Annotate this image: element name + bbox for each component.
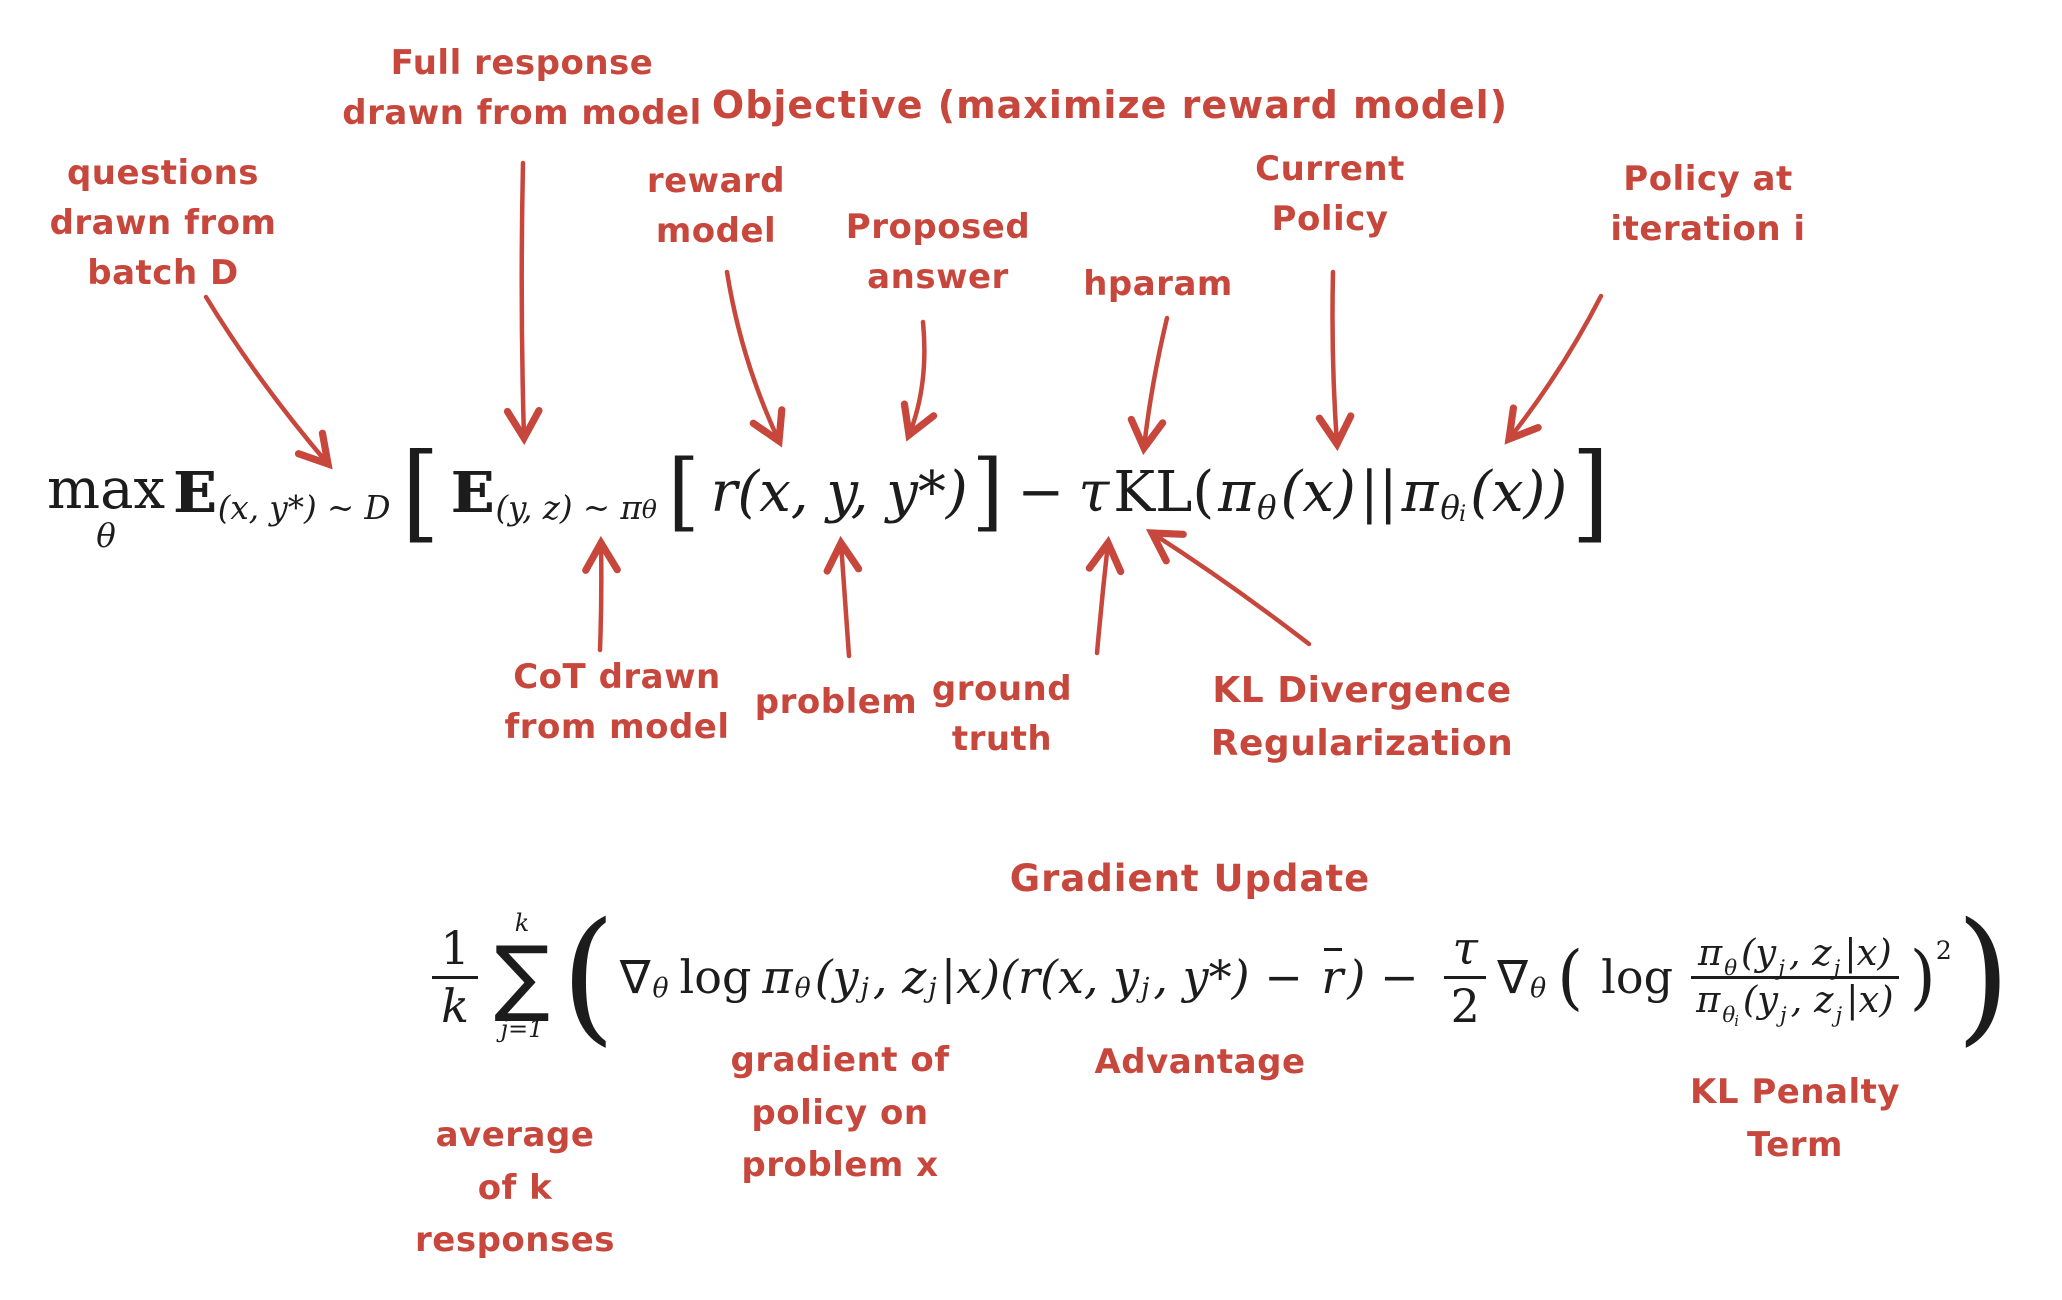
nabla-theta: θ [652, 973, 669, 1005]
formula-token: k [441, 979, 470, 1034]
reward-term: r(x, y, y*) [710, 459, 968, 525]
old-policy-pi: π [1401, 459, 1439, 525]
nabla-policy-gradient: ∇ [619, 950, 651, 1004]
arrow-proposed-answer-to-y [900, 319, 938, 442]
nabla-kl-theta: θ [1530, 973, 1547, 1005]
formula-token: |x) [1844, 931, 1892, 975]
formula-token: , z [1790, 978, 1834, 1022]
label-average-of-k-responses: average of k responses [415, 1115, 615, 1261]
current-policy-arg: (x) [1280, 459, 1356, 525]
label-gradient-of-policy-on-problem-x: gradient of policy on problem x [730, 1040, 950, 1186]
log-ratio-operator: log [1601, 950, 1674, 1004]
label-gradient-update-title: Gradient Update [1009, 857, 1371, 900]
label-problem: problem [754, 682, 918, 722]
reward-response-index: j [1141, 973, 1150, 1005]
formula-token: 2 [1450, 979, 1480, 1034]
cot-index: j [928, 973, 937, 1005]
open-paren-outer: ( [560, 892, 616, 1061]
formula-token: 1 [440, 920, 470, 975]
label-objective-title: Objective (maximize reward model) [711, 83, 1509, 127]
sum-operator-bot: j=1 [500, 1015, 544, 1044]
formula-token: |x) [1846, 978, 1894, 1022]
open-bracket-outer: [ [401, 430, 440, 555]
label-cot-drawn-from-model: CoT drawn from model [504, 657, 730, 747]
log-operator: log [679, 950, 752, 1004]
response-index: j [860, 973, 869, 1005]
iteration-index: i [1458, 500, 1467, 527]
formula-token: j [1833, 956, 1841, 982]
policy-pi: π [762, 950, 793, 1004]
max-operator-bot: θ [96, 516, 116, 555]
formula-token: (y [1742, 978, 1779, 1022]
max-operator-mid: max [47, 456, 166, 522]
formula-token: (y [814, 950, 859, 1004]
current-policy-theta: θ [1256, 488, 1277, 527]
divergence-bars: || [1359, 459, 1398, 525]
sum-operator: k∑j=1 [494, 910, 550, 1044]
label-full-response-drawn-from-model: Full response drawn from model [342, 43, 702, 133]
open-paren-inner: ( [1557, 935, 1584, 1018]
formula-token: π [1698, 931, 1723, 975]
arrow-full-response-to-expectation [503, 160, 543, 446]
formula-token: |x)(r(x, y [940, 950, 1140, 1004]
sum-operator-mid: ∑ [494, 927, 550, 1025]
label-ground-truth: ground truth [931, 669, 1073, 759]
label-current-policy: Current Policy [1255, 149, 1405, 239]
close-paren-inner: ) [1909, 935, 1936, 1018]
close-bracket-inner: ] [971, 442, 1004, 542]
open-bracket-inner: [ [667, 442, 700, 542]
current-policy-pi: π [1218, 459, 1255, 525]
formula-token: , z [872, 950, 927, 1004]
arrow-reward-model-to-r [724, 269, 786, 448]
sum-operator-top: k [514, 909, 530, 938]
label-policy-at-iteration-i: Policy at iteration i [1610, 159, 1806, 249]
policy-sample-subscript: (y, z) ~ π [495, 488, 642, 527]
tau-coefficient: τ [1078, 459, 1110, 525]
label-advantage: Advantage [1094, 1042, 1306, 1082]
formula-token: , y*) − [1153, 950, 1318, 1004]
policy-theta: θ [794, 973, 811, 1005]
formula-token: j [1778, 956, 1785, 982]
nabla-kl: ∇ [1497, 950, 1529, 1004]
arrow-current-policy-to-pi [1315, 269, 1355, 452]
formula-token: τ [1452, 920, 1478, 975]
label-kl-penalty-term: KL Penalty Term [1689, 1072, 1901, 1165]
kl-divergence-open: KL( [1113, 459, 1215, 525]
close-bracket-outer: ] [1571, 430, 1610, 555]
close-paren-outer: ) [1955, 892, 2011, 1061]
arrow-policy-iteration-to-pi-i [1504, 293, 1604, 445]
formula-token: , z [1788, 931, 1832, 975]
formula-token: (y [1741, 931, 1777, 975]
formula-token: j [1780, 1003, 1787, 1029]
formula-token: θ [1724, 956, 1738, 982]
formula-token: i [1734, 1013, 1739, 1031]
formula-token: θ [1722, 1003, 1736, 1029]
squared-exponent: 2 [1935, 935, 1952, 965]
dataset-subscript: (x, y*) ~ D [217, 488, 391, 527]
formula-token: π [1696, 978, 1721, 1022]
label-questions-drawn-from-batch-d: questions drawn from batch D [49, 153, 277, 293]
formula-token: ) − [1347, 950, 1434, 1004]
expectation-inner: E [450, 459, 494, 526]
old-policy-arg: (x)) [1470, 459, 1568, 525]
mean-reward-rbar: r [1321, 947, 1344, 1004]
label-kl-divergence-regularization: KL Divergence Regularization [1210, 670, 1514, 764]
minus-operator: − [1017, 459, 1065, 525]
theta-subsubscript: θ [641, 494, 657, 524]
label-hparam: hparam [1083, 264, 1233, 304]
label-reward-model: reward model [646, 161, 786, 251]
formula-token: j [1835, 1003, 1843, 1029]
label-proposed-answer: Proposed answer [845, 207, 1031, 297]
old-policy-theta: θ [1440, 488, 1460, 527]
expectation-outer: E [173, 459, 216, 526]
